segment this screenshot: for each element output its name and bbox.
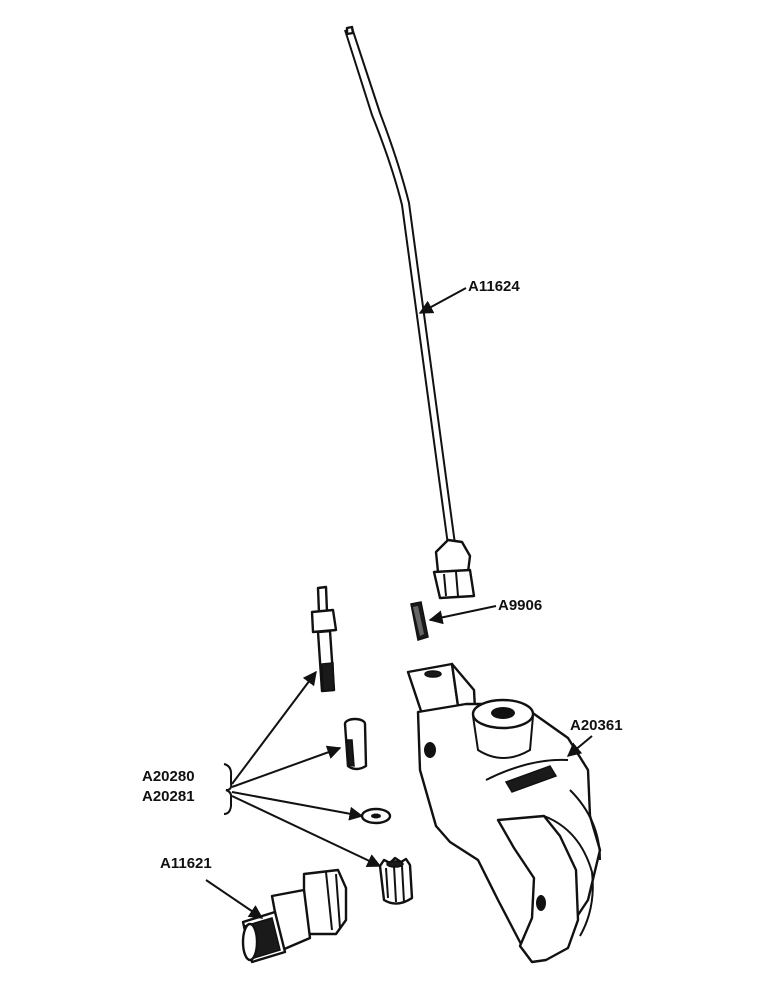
label-set-b: A20281 <box>142 788 195 805</box>
washer-part <box>360 807 392 825</box>
gear-part <box>378 856 414 905</box>
tube-part <box>344 25 476 600</box>
label-fitting: A11621 <box>160 855 212 872</box>
label-pin: A9906 <box>498 597 542 614</box>
label-tube: A11624 <box>468 278 520 295</box>
bushing-part <box>343 717 368 771</box>
fitting-part <box>241 868 348 964</box>
stud-part <box>310 585 338 693</box>
leader-lines <box>205 287 593 919</box>
pin-part <box>410 601 429 641</box>
housing-part <box>406 662 602 964</box>
label-housing: A20361 <box>570 717 623 734</box>
label-set-a: A20280 <box>142 768 195 785</box>
